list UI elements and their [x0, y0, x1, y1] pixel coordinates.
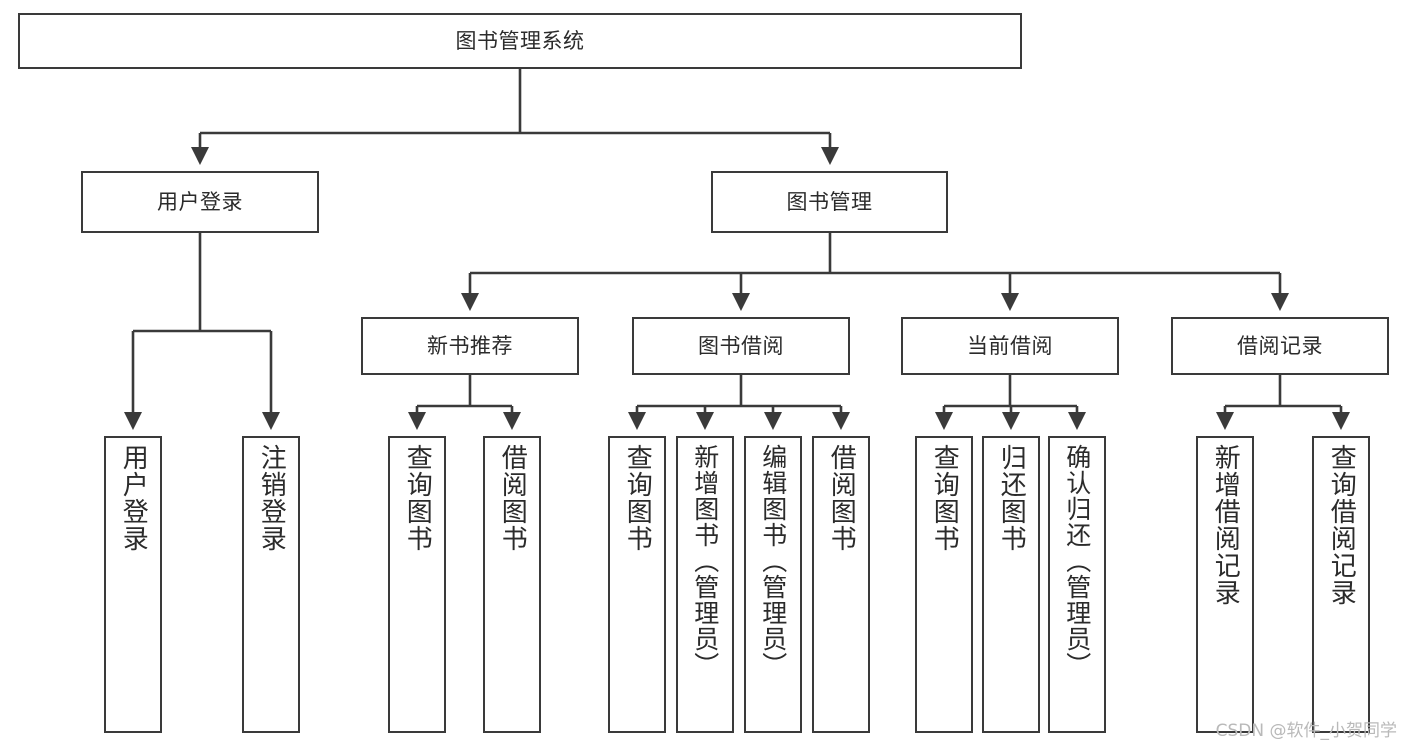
node-leaf-add-record[interactable]: 新增借阅记录	[1196, 436, 1254, 733]
node-label: 图书管理	[786, 189, 873, 214]
node-label: 借阅记录	[1237, 333, 1323, 358]
node-label: 编辑图书（管理员）	[758, 444, 788, 678]
node-leaf-add-book[interactable]: 新增图书（管理员）	[676, 436, 734, 733]
node-leaf-borrow-book-2[interactable]: 借阅图书	[812, 436, 870, 733]
node-leaf-query-book-3[interactable]: 查询图书	[915, 436, 973, 733]
node-leaf-edit-book[interactable]: 编辑图书（管理员）	[744, 436, 802, 733]
node-leaf-query-book-2[interactable]: 查询图书	[608, 436, 666, 733]
node-label: 查询借阅记录	[1326, 444, 1357, 606]
node-label: 查询图书	[622, 444, 653, 552]
node-leaf-borrow-book-1[interactable]: 借阅图书	[483, 436, 541, 733]
node-label: 借阅图书	[826, 444, 857, 552]
node-leaf-confirm-return[interactable]: 确认归还（管理员）	[1048, 436, 1106, 733]
node-label: 用户登录	[157, 189, 243, 214]
node-leaf-return-book[interactable]: 归还图书	[982, 436, 1040, 733]
node-label: 新增借阅记录	[1210, 444, 1241, 606]
node-root[interactable]: 图书管理系统	[18, 13, 1022, 69]
node-label: 归还图书	[996, 444, 1027, 552]
node-label: 用户登录	[118, 444, 149, 552]
node-label: 借阅图书	[497, 444, 528, 552]
node-label: 查询图书	[402, 444, 433, 552]
node-label: 图书借阅	[698, 333, 784, 358]
node-leaf-user-login[interactable]: 用户登录	[104, 436, 162, 733]
node-borrow-record[interactable]: 借阅记录	[1171, 317, 1389, 375]
node-label: 当前借阅	[967, 333, 1053, 358]
node-new-book-recommend[interactable]: 新书推荐	[361, 317, 579, 375]
node-label: 注销登录	[256, 444, 287, 552]
node-label: 图书管理系统	[455, 28, 585, 53]
node-label: 确认归还（管理员）	[1062, 444, 1092, 678]
node-label: 查询图书	[929, 444, 960, 552]
node-label: 新书推荐	[427, 333, 513, 358]
node-leaf-user-logout[interactable]: 注销登录	[242, 436, 300, 733]
node-book-manage[interactable]: 图书管理	[711, 171, 948, 233]
node-leaf-query-book-1[interactable]: 查询图书	[388, 436, 446, 733]
node-label: 新增图书（管理员）	[690, 444, 720, 678]
node-leaf-query-record[interactable]: 查询借阅记录	[1312, 436, 1370, 733]
csdn-watermark: CSDN @软件_小贺同学	[1215, 721, 1397, 741]
node-book-borrow[interactable]: 图书借阅	[632, 317, 850, 375]
node-user-login[interactable]: 用户登录	[81, 171, 319, 233]
node-current-borrow[interactable]: 当前借阅	[901, 317, 1119, 375]
